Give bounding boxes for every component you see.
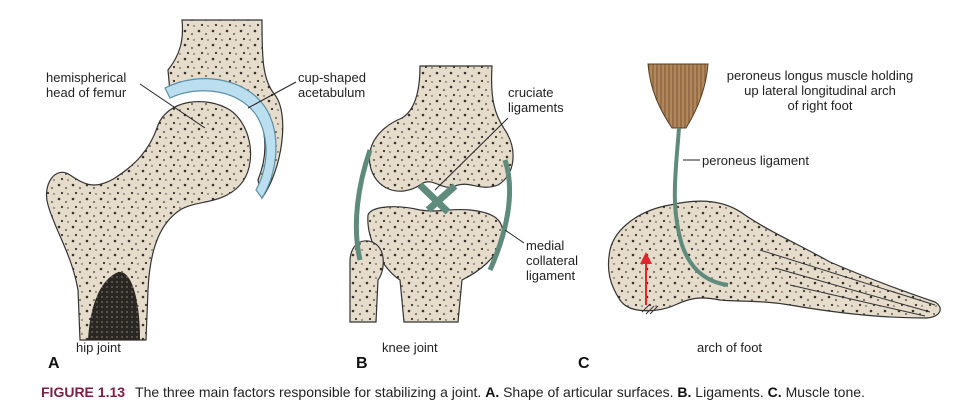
caption-c-text: Muscle tone.: [785, 384, 865, 400]
arrow-head-icon: [640, 252, 652, 264]
ground-hatch: [641, 303, 659, 315]
panel-letter-c: C: [578, 355, 590, 372]
knee-femur-bone: [368, 65, 514, 192]
panel-letter-b: B: [356, 355, 368, 372]
head-leader-line: [139, 83, 206, 129]
caption-a-text: Shape of articular surfaces.: [503, 384, 674, 400]
foot-bones: [607, 200, 941, 319]
panel-letter-a: A: [48, 355, 60, 372]
peroneus-tendon: [672, 127, 729, 287]
lateral-collateral-ligament: [353, 149, 373, 261]
medial-leader-line: [504, 229, 525, 244]
cruciate-ligament-1: [417, 182, 451, 215]
medial-collateral-label: medial collateral ligament: [526, 238, 579, 283]
hip-joint-drawing: [46, 19, 297, 341]
caption-a-letter: A.: [485, 384, 500, 400]
hip-joint-title: hip joint: [76, 340, 121, 355]
femur-bone: [46, 101, 252, 341]
arch-of-foot-title: arch of foot: [697, 340, 763, 355]
medial-collateral-ligament: [487, 159, 513, 272]
tibia-bone: [367, 206, 504, 323]
acetabulum-cartilage: [164, 78, 277, 200]
femur-marrow: [88, 271, 140, 340]
knee-joint-drawing: [349, 65, 525, 323]
caption-b-text: Ligaments.: [695, 384, 764, 400]
foot-drawing: [607, 63, 941, 319]
cruciate-leader-line: [434, 117, 509, 191]
cruciate-ligament-2: [425, 183, 458, 213]
peroneus-longus-muscle: [647, 63, 709, 129]
caption-text: The three main factors responsible for s…: [135, 384, 482, 400]
acetabulum-label: cup-shaped acetabulum: [298, 70, 366, 100]
knee-joint-title: knee joint: [382, 340, 438, 355]
peroneus-ligament-label: peroneus ligament: [702, 153, 809, 168]
caption-b-letter: B.: [677, 384, 692, 400]
fibula-bone: [349, 240, 384, 323]
metatarsal-lines: [759, 249, 936, 317]
figure-caption: FIGURE 1.13 The three main factors respon…: [41, 384, 865, 400]
acetabulum-leader-line: [247, 81, 297, 109]
pelvis-bone: [167, 19, 284, 200]
cruciate-label: cruciate ligaments: [508, 85, 564, 115]
head-of-femur-label: hemispherical head of femur: [46, 70, 127, 100]
figure-number: FIGURE 1.13: [41, 384, 126, 400]
muscle-label: peroneus longus muscle holding up latera…: [726, 68, 914, 113]
caption-c-letter: C.: [767, 384, 782, 400]
